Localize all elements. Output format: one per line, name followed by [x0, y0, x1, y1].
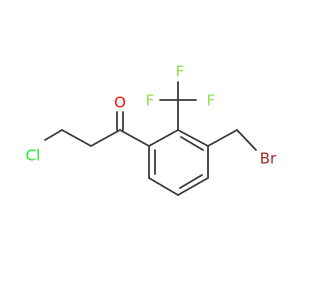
- molecule-canvas: O Cl Br F F F: [25, 62, 278, 196]
- bond-ch2-br: [236, 129, 257, 151]
- fluorine-label-right: F: [207, 92, 216, 110]
- bonds: [44, 81, 257, 196]
- bromine-label: Br: [260, 150, 277, 168]
- bond-ring-carbonyl: [119, 129, 150, 147]
- fluorine-label-left: F: [146, 92, 155, 110]
- ring-bond-c5-c6: [148, 177, 179, 196]
- bond-ch2-ch2: [61, 129, 92, 147]
- ring-bond-c4-c5: [177, 177, 209, 196]
- ring-double-inner-2: [179, 174, 203, 189]
- bond-carbonyl-ch2: [90, 129, 121, 147]
- oxygen-label: O: [114, 94, 126, 112]
- ring-bond-c1-c2: [148, 129, 179, 147]
- atom-labels: O Cl Br F F F: [26, 63, 277, 168]
- ring-double-inner-1: [180, 136, 204, 151]
- fluorine-label-top: F: [176, 63, 185, 81]
- molecule-structure: O Cl Br F F F: [26, 63, 277, 196]
- bond-ring-ch2: [207, 129, 238, 147]
- chlorine-label: Cl: [26, 147, 41, 165]
- bond-ch2-cl: [44, 129, 63, 141]
- ring-bond-c2-c3: [177, 129, 209, 147]
